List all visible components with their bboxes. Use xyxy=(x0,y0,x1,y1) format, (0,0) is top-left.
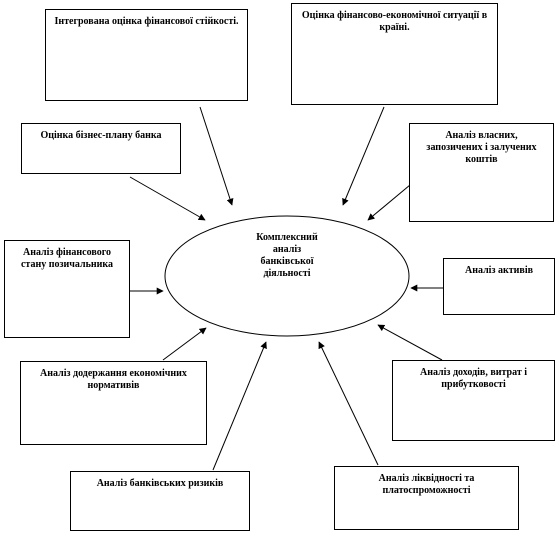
arrow-liquidity xyxy=(318,341,379,466)
box-own-capital-text: Аналіз власних, запозичених і залучених … xyxy=(426,130,537,165)
box-income-text: Аналіз доходів, витрат і прибутковості xyxy=(419,367,528,390)
center-line-3: банківської xyxy=(260,256,314,267)
box-risks: Аналіз банківських ризиків xyxy=(70,471,250,531)
arrow-norms xyxy=(162,327,207,361)
arrow-own-capital xyxy=(367,184,411,221)
box-economic-situation: Оцінка фінансово-економічної ситуації в … xyxy=(291,3,498,105)
box-business-plan: Оцінка бізнес-плану банка xyxy=(21,123,181,174)
arrow-integrated xyxy=(199,106,234,206)
arrow-risks xyxy=(212,341,267,471)
box-liquidity: Аналіз ліквідності та платоспроможності xyxy=(334,466,519,530)
box-norms: Аналіз додержання економічних нормативів xyxy=(20,361,207,445)
center-line-2: аналіз xyxy=(272,244,302,255)
box-own-capital: Аналіз власних, запозичених і залучених … xyxy=(409,123,554,222)
arrow-economic-situation xyxy=(342,106,385,206)
center-label: Комплексний аналіз банківської діяльност… xyxy=(227,232,347,280)
arrow-business-plan xyxy=(129,176,206,221)
box-borrower: Аналіз фінансового стану позичальника xyxy=(4,240,130,338)
box-risks-text: Аналіз банківських ризиків xyxy=(96,478,224,489)
box-economic-situation-text: Оцінка фінансово-економічної ситуації в … xyxy=(301,10,488,33)
box-norms-text: Аналіз додержання економічних нормативів xyxy=(40,368,187,391)
box-borrower-text: Аналіз фінансового стану позичальника xyxy=(20,247,114,270)
box-business-plan-text: Оцінка бізнес-плану банка xyxy=(40,130,162,141)
box-assets: Аналіз активів xyxy=(443,258,555,315)
box-integrated-text: Інтегрована оцінка фінансової стійкості. xyxy=(54,16,239,27)
center-line-4: діяльності xyxy=(263,268,311,279)
box-liquidity-text: Аналіз ліквідності та платоспроможності xyxy=(378,473,475,496)
box-income: Аналіз доходів, витрат і прибутковості xyxy=(392,360,555,441)
box-integrated: Інтегрована оцінка фінансової стійкості. xyxy=(45,9,248,101)
center-line-1: Комплексний xyxy=(256,232,318,243)
box-assets-text: Аналіз активів xyxy=(465,265,533,276)
center-ellipse xyxy=(164,215,410,337)
arrow-income xyxy=(377,324,443,361)
